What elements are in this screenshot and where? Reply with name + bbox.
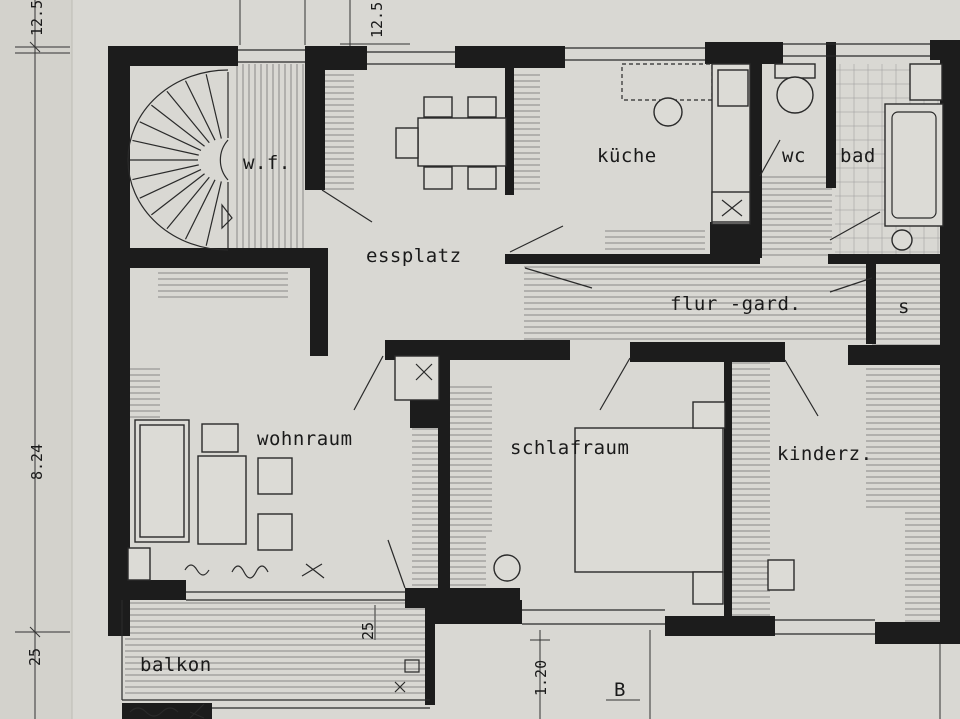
room-label-schlafraum: schlafraum [510, 437, 629, 459]
dim-left-height: 8.24 [28, 444, 46, 480]
room-label-wf: w.f. [243, 152, 291, 174]
dim-balcony-depth: 25 [359, 622, 377, 640]
stair-tread [184, 179, 216, 240]
essplatz-cabinet [322, 72, 354, 190]
dimension-labels: 12.5 12.5 8.24 25 25 1.20 B [26, 0, 640, 701]
room-label-wohnraum: wohnraum [257, 428, 353, 450]
section-mark: B [614, 679, 626, 701]
flur-floor [524, 262, 869, 342]
furniture [127, 63, 944, 719]
stair-tread [151, 173, 205, 216]
room-label-s: s [898, 296, 910, 318]
stair-tread [139, 121, 202, 151]
walls [108, 40, 960, 705]
stair-tread [132, 139, 199, 156]
dim-left-bottom: 25 [26, 648, 44, 666]
storage-floor [872, 268, 942, 346]
floor-textures [125, 64, 943, 698]
stair-tread [184, 80, 216, 141]
room-label-kueche: küche [597, 145, 657, 167]
double-bed [574, 427, 724, 573]
page-margin [0, 0, 72, 719]
windows [186, 43, 930, 635]
kinderz-bed [866, 366, 940, 512]
stair-tread [166, 90, 210, 144]
stair-tread [151, 104, 205, 147]
room-label-essplatz: essplatz [366, 245, 462, 267]
room-label-wc: wc [782, 145, 806, 167]
dining-table [417, 117, 507, 167]
kueche-counter [605, 230, 705, 252]
dim-top-left: 12.5 [28, 0, 46, 36]
spiral-staircase [127, 69, 233, 251]
stair-tread [132, 164, 199, 181]
room-label-flur: flur -gard. [670, 293, 801, 315]
balkon-railing [121, 600, 430, 719]
room-labels: w.f. küche wc bad essplatz flur -gard. s… [140, 145, 910, 676]
wf-floor [235, 64, 307, 249]
dim-bottom-center: 1.20 [532, 660, 550, 696]
dim-top-center: 12.5 [368, 2, 386, 38]
stair-tread [205, 74, 222, 139]
stair-tread [139, 169, 202, 199]
kinderz-wardrobe [730, 362, 770, 524]
stair-tread [166, 176, 210, 230]
room-label-balkon: balkon [140, 654, 212, 676]
door-swings [321, 139, 881, 589]
balkon-floor [125, 598, 430, 698]
schlafraum-wardrobe [450, 386, 492, 532]
wohnraum-shelf [158, 268, 288, 302]
room-label-bad: bad [840, 145, 876, 167]
wc-entry-floor [762, 176, 832, 258]
stair-tread [205, 181, 222, 246]
room-label-kinderz: kinderz. [777, 443, 873, 465]
